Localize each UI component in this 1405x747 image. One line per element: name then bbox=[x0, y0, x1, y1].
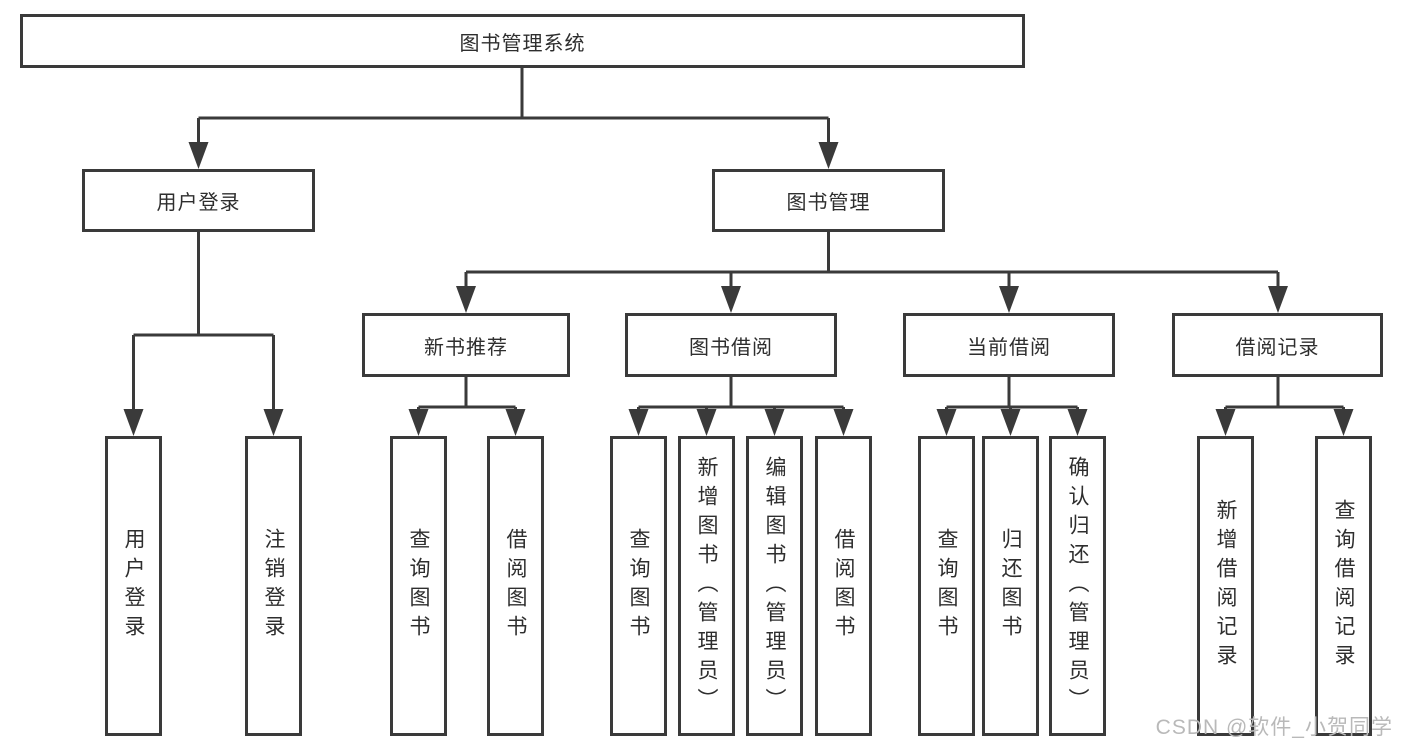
node-borrow-books: 借阅图书 bbox=[815, 436, 872, 736]
node-edit-books-admin: 编辑图书（管理员） bbox=[746, 436, 803, 736]
node-borrow-books-recommend: 借阅图书 bbox=[487, 436, 544, 736]
node-query-borrow-record: 查询借阅记录 bbox=[1315, 436, 1372, 736]
node-label: 借阅图书 bbox=[504, 528, 527, 644]
node-label: 新增借阅记录 bbox=[1214, 499, 1237, 673]
node-library-management-system: 图书管理系统 bbox=[20, 14, 1025, 68]
node-borrow-records: 借阅记录 bbox=[1172, 313, 1383, 377]
node-book-borrow: 图书借阅 bbox=[625, 313, 837, 377]
node-label: 查询图书 bbox=[935, 528, 958, 644]
node-label: 新书推荐 bbox=[424, 336, 508, 359]
node-label: 图书借阅 bbox=[689, 336, 773, 359]
arrow-down-icon bbox=[123, 142, 1354, 436]
node-label: 确认归还（管理员） bbox=[1066, 455, 1089, 717]
node-return-books: 归还图书 bbox=[982, 436, 1039, 736]
node-label: 归还图书 bbox=[999, 528, 1022, 644]
csdn-watermark: CSDN @软件_小贺同学 bbox=[1155, 716, 1393, 739]
node-label: 图书管理系统 bbox=[459, 32, 586, 55]
node-query-books-borrow: 查询图书 bbox=[610, 436, 667, 736]
node-label: 用户登录 bbox=[156, 192, 241, 214]
node-label: 借阅记录 bbox=[1235, 336, 1320, 359]
node-label: 查询图书 bbox=[407, 528, 430, 644]
node-book-management: 图书管理 bbox=[712, 169, 945, 232]
node-label: 借阅图书 bbox=[832, 528, 855, 644]
node-new-book-recommend: 新书推荐 bbox=[362, 313, 570, 377]
node-label: 查询借阅记录 bbox=[1332, 499, 1355, 673]
node-label: 用户登录 bbox=[122, 528, 145, 644]
node-add-books-admin: 新增图书（管理员） bbox=[678, 436, 735, 736]
node-label: 图书管理 bbox=[786, 192, 871, 214]
node-logout: 注销登录 bbox=[245, 436, 302, 736]
node-add-borrow-record: 新增借阅记录 bbox=[1197, 436, 1254, 736]
node-query-books-recommend: 查询图书 bbox=[390, 436, 447, 736]
node-current-borrow: 当前借阅 bbox=[903, 313, 1115, 377]
node-confirm-return-admin: 确认归还（管理员） bbox=[1049, 436, 1106, 736]
node-label: 编辑图书（管理员） bbox=[763, 455, 786, 717]
node-label: 新增图书（管理员） bbox=[695, 455, 718, 717]
node-user-login: 用户登录 bbox=[82, 169, 315, 232]
node-label: 当前借阅 bbox=[967, 336, 1051, 359]
node-label: 查询图书 bbox=[627, 528, 650, 644]
node-query-books-current: 查询图书 bbox=[918, 436, 975, 736]
node-label: 注销登录 bbox=[262, 528, 285, 644]
node-user-login-action: 用户登录 bbox=[105, 436, 162, 736]
